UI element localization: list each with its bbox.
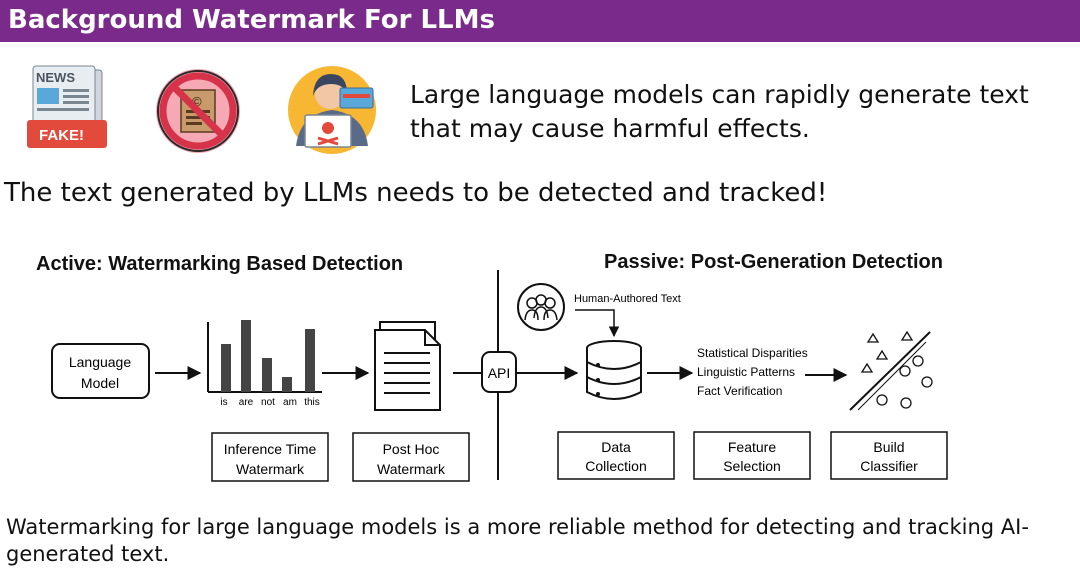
feature-item: Linguistic Patterns bbox=[697, 365, 795, 379]
conclusion-text: Watermarking for large language models i… bbox=[6, 515, 1029, 566]
inference-label-1: Inference Time bbox=[224, 441, 317, 457]
token-label: am bbox=[283, 397, 297, 408]
intro-text: Large language models can rapidly genera… bbox=[410, 80, 1029, 143]
token-label: this bbox=[304, 397, 320, 408]
step-label-line1: Feature bbox=[728, 439, 776, 455]
language-model-box bbox=[51, 343, 150, 399]
header-bar: Background Watermark For LLMs bbox=[0, 0, 1080, 42]
api-label: API bbox=[488, 365, 511, 381]
active-title: Active: Watermarking Based Detection bbox=[36, 253, 403, 275]
step-label-line1: Data bbox=[601, 439, 631, 455]
fake-badge-label: FAKE! bbox=[39, 127, 84, 144]
passive-title: Passive: Post-Generation Detection bbox=[604, 251, 943, 273]
detection-need-text: The text generated by LLMs needs to be d… bbox=[4, 178, 828, 208]
posthoc-label-2: Watermark bbox=[377, 461, 446, 477]
token-label: is bbox=[220, 397, 227, 408]
icon-row: NEWS FAKE! © bbox=[27, 65, 376, 154]
language-model-label-1: Language bbox=[69, 354, 132, 370]
posthoc-label-1: Post Hoc bbox=[383, 441, 440, 457]
feature-selection-box bbox=[693, 431, 811, 480]
news-label: NEWS bbox=[36, 70, 75, 85]
detection-diagram: Active: Watermarking Based Detection Lan… bbox=[36, 251, 948, 482]
build-classifier-box bbox=[830, 431, 948, 480]
classifier-scatter-icon bbox=[849, 330, 933, 411]
document-icon bbox=[374, 321, 441, 411]
people-icon bbox=[517, 283, 565, 331]
no-copyright-icon: © bbox=[156, 69, 240, 153]
step-label-line2: Collection bbox=[585, 458, 646, 474]
token-bar-chart: is are not am this bbox=[207, 320, 322, 408]
bar-this bbox=[305, 329, 315, 392]
token-label: not bbox=[261, 397, 275, 408]
language-model-label-2: Model bbox=[81, 375, 119, 391]
bar-are bbox=[241, 320, 251, 392]
data-collection-box bbox=[557, 431, 675, 480]
slide-title: Background Watermark For LLMs bbox=[8, 5, 495, 35]
bar-am bbox=[282, 377, 292, 392]
bar-not bbox=[262, 358, 272, 392]
step-label-line2: Selection bbox=[723, 458, 781, 474]
token-label: are bbox=[239, 397, 254, 408]
bar-is bbox=[221, 344, 231, 392]
fake-news-icon: NEWS FAKE! bbox=[27, 65, 107, 148]
database-icon bbox=[586, 340, 642, 400]
hacker-icon bbox=[288, 66, 376, 154]
post-hoc-watermark-box bbox=[352, 432, 470, 482]
feature-item: Fact Verification bbox=[697, 384, 782, 398]
step-label-line1: Build bbox=[873, 439, 904, 455]
feature-item: Statistical Disparities bbox=[697, 346, 808, 360]
human-authored-text-label: Human-Authored Text bbox=[574, 293, 681, 305]
inference-label-2: Watermark bbox=[236, 461, 305, 477]
copyright-symbol: © bbox=[192, 94, 202, 109]
inference-time-watermark-box bbox=[211, 432, 329, 482]
step-label-line2: Classifier bbox=[860, 458, 918, 474]
arrow-human-to-db bbox=[575, 309, 620, 338]
